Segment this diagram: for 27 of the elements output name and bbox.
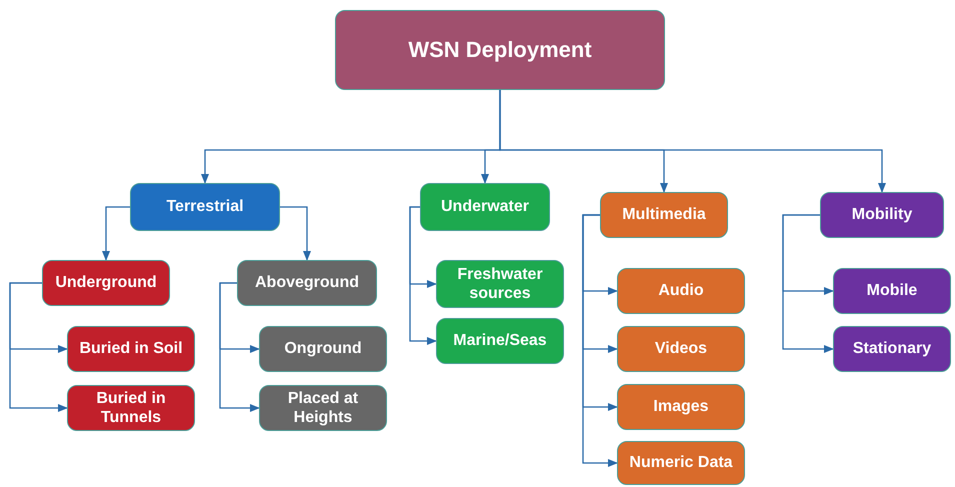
- category-box: Freshwater sources: [436, 260, 564, 308]
- category-box: Videos: [617, 326, 745, 372]
- category-box: Aboveground: [237, 260, 377, 306]
- arrow: [219, 282, 260, 412]
- arrow: [582, 214, 618, 467]
- category-box: Images: [617, 384, 745, 430]
- arrow: [102, 206, 130, 261]
- root-box: WSN Deployment: [335, 10, 665, 90]
- arrow: [409, 206, 437, 345]
- category-box: Multimedia: [600, 192, 728, 238]
- category-box: Terrestrial: [130, 183, 280, 231]
- category-box: Buried in Tunnels: [67, 385, 195, 431]
- category-box: Buried in Soil: [67, 326, 195, 372]
- category-box: Placed at Heights: [259, 385, 387, 431]
- category-box: Audio: [617, 268, 745, 314]
- category-box: Underwater: [420, 183, 550, 231]
- category-box: Stationary: [833, 326, 951, 372]
- arrow: [280, 206, 311, 261]
- category-box: Mobile: [833, 268, 951, 314]
- category-box: Onground: [259, 326, 387, 372]
- category-box: Underground: [42, 260, 170, 306]
- category-box: Marine/Seas: [436, 318, 564, 364]
- arrow: [9, 282, 68, 412]
- category-box: Numeric Data: [617, 441, 745, 485]
- category-box: Mobility: [820, 192, 944, 238]
- arrow: [499, 90, 886, 193]
- arrow: [782, 214, 834, 353]
